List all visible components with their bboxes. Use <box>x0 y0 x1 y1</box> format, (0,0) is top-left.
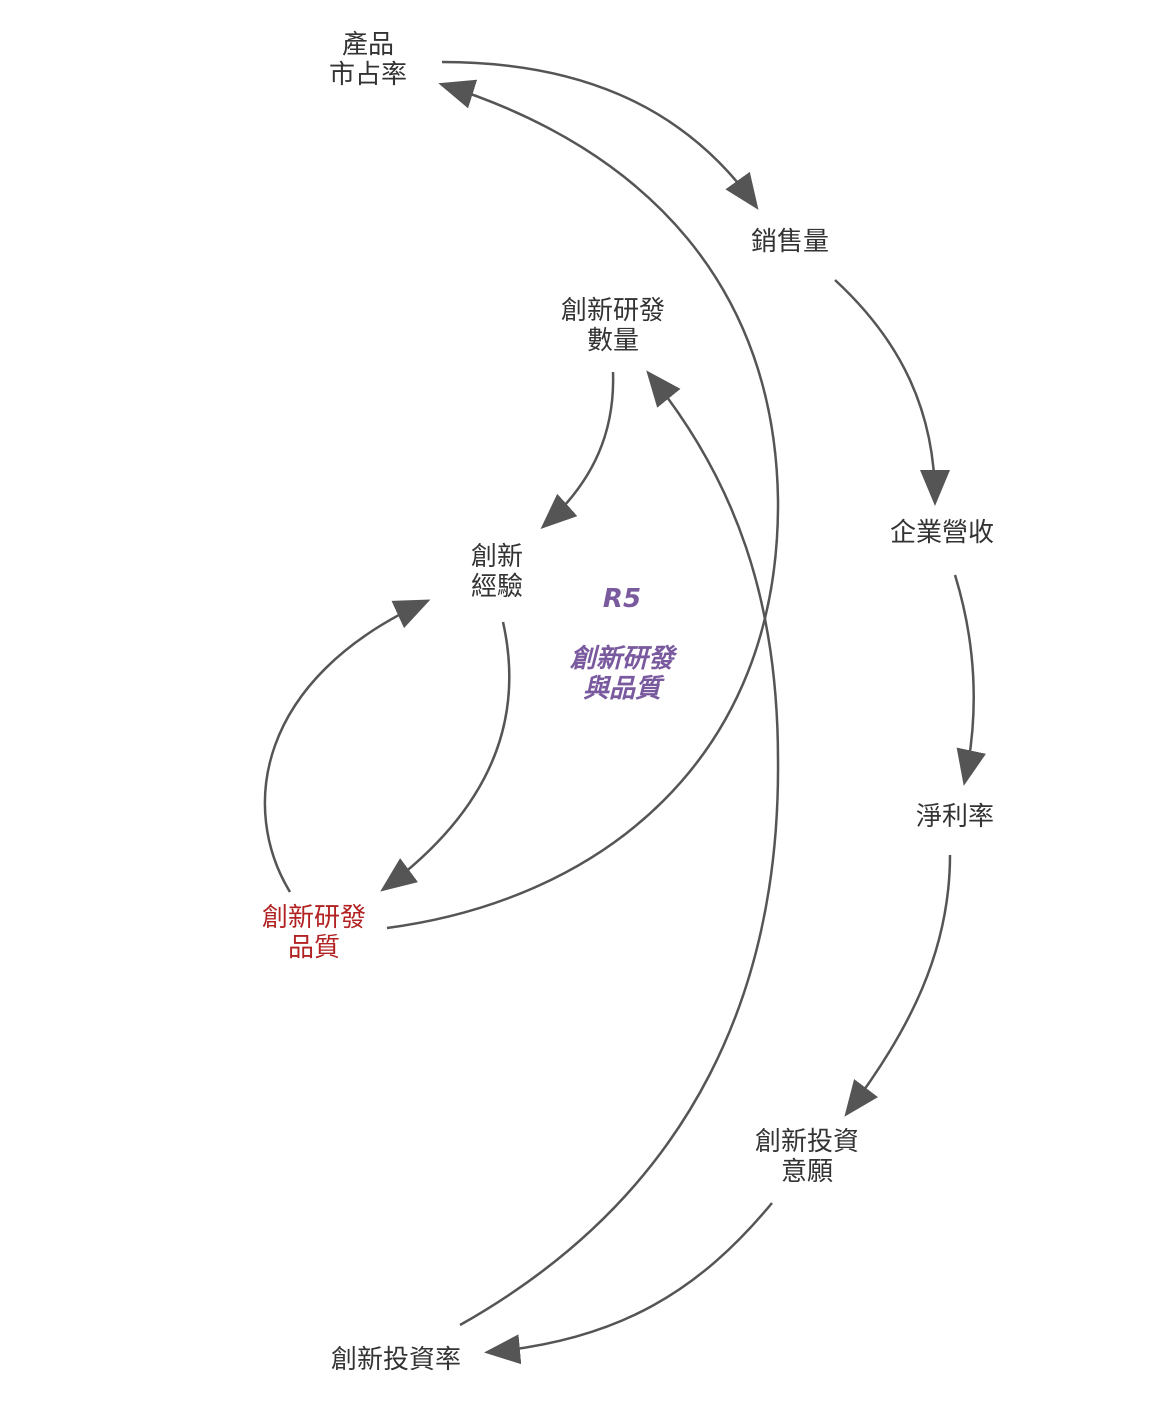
node-rd-quality: 創新研發 品質 <box>261 903 367 963</box>
arrow-rd-quantity-to-experience <box>540 371 615 530</box>
arrow-sales-to-revenue <box>834 279 950 506</box>
node-market-share: 產品 市占率 <box>328 30 408 90</box>
loop-label: R5 創新研發 與品質 <box>570 554 674 734</box>
node-experience: 創新 經驗 <box>470 542 524 602</box>
node-rd-quantity: 創新研發 數量 <box>560 296 666 356</box>
arrow-invest-rate-to-rd-quantity <box>459 370 780 1327</box>
arrow-net-profit-to-willingness <box>844 854 952 1117</box>
loop-id: R5 <box>602 584 642 614</box>
node-revenue: 企業營收 <box>889 518 995 548</box>
arrow-rd-quality-to-experience <box>263 599 431 893</box>
arrow-revenue-to-net-profit <box>953 574 986 786</box>
arrow-market-share-to-sales <box>441 60 759 210</box>
arrow-willingness-to-invest-rate <box>484 1202 773 1365</box>
loop-name: 創新研發 與品質 <box>569 644 675 704</box>
node-invest-rate: 創新投資率 <box>330 1345 462 1375</box>
arrow-rd-quality-to-market-share <box>386 79 780 930</box>
node-sales-volume: 銷售量 <box>750 227 830 257</box>
node-invest-willingness: 創新投資 意願 <box>754 1127 860 1187</box>
node-net-profit: 淨利率 <box>915 802 995 832</box>
arrow-experience-to-rd-quality <box>380 621 511 892</box>
